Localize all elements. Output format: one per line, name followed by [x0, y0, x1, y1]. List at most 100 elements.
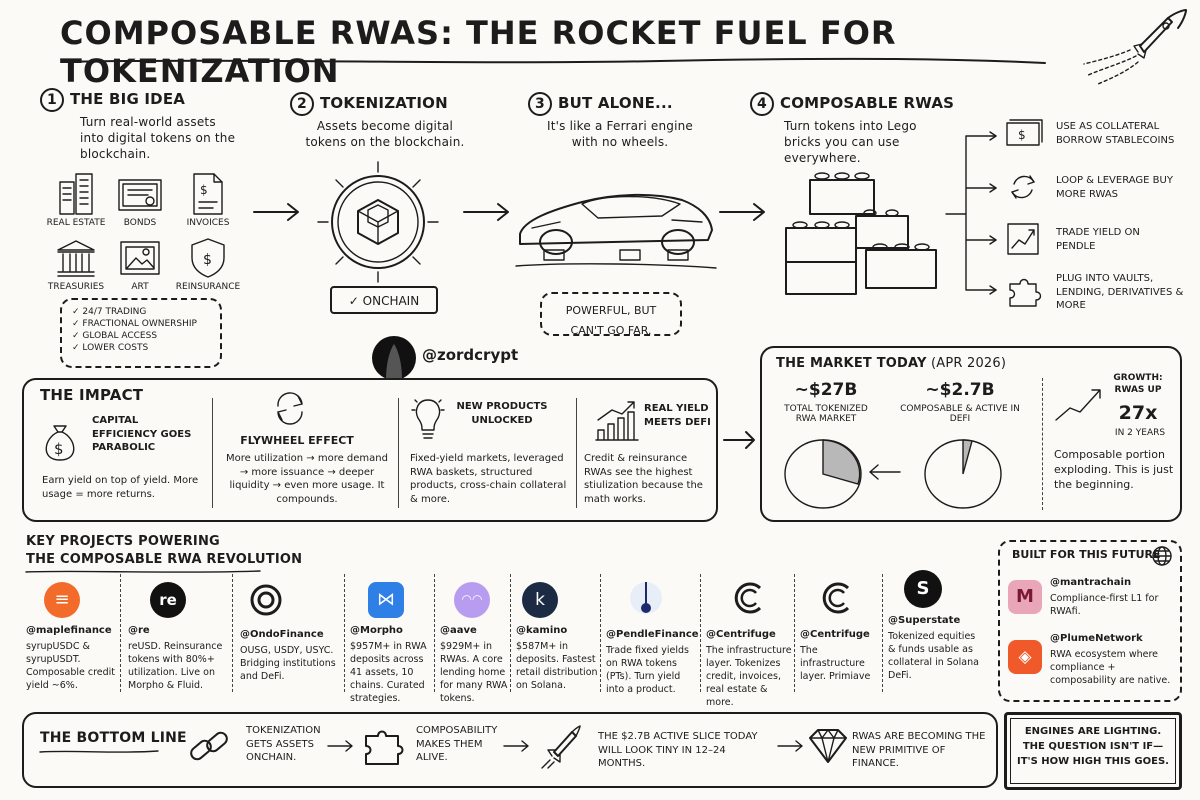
puzzle-icon: [1009, 278, 1042, 307]
label-bonds: Bonds: [123, 218, 157, 228]
closing-box: [1004, 712, 1182, 790]
divider: [398, 398, 399, 508]
project-aave: ◠◠ @aave$929M+ in RWAs. A core lending h…: [440, 578, 510, 705]
divider: [794, 574, 795, 692]
rocket-icon: [1083, 9, 1187, 85]
impact-col-4-body: Credit & reinsurance RWAs see the highes…: [584, 453, 703, 505]
use-item-collateral: Use as collateral Borrow stablecoins: [1056, 121, 1175, 146]
maplefinance-logo-icon: ≡: [44, 582, 80, 618]
impact-col-1-head: Capital Efficiency goes parabolic: [92, 415, 192, 453]
benefit-item: ✓ Global Access: [72, 331, 158, 341]
plume-logo-icon: ◈: [1008, 640, 1042, 674]
label-reinsurance: Reinsurance: [175, 282, 241, 292]
impact-col-3-body: Fixed-yield markets, leveraged RWA baske…: [410, 453, 567, 505]
bottom-line-title: The Bottom Line: [40, 730, 187, 746]
closing-text: Engines are lighting. The question isn't…: [1017, 726, 1169, 767]
puzzle-icon: [365, 730, 404, 765]
avatar: [372, 336, 416, 380]
chart-icon: [1007, 223, 1039, 255]
step-2-title: Tokenization: [320, 94, 448, 112]
use-item-trade-yield: Trade Yield on Pendle: [1056, 227, 1140, 252]
car-note-box: Powerful, but can't go far.: [540, 292, 682, 337]
market-total-label: Total Tokenized RWA Market: [784, 404, 868, 424]
growth-value: 27x: [1118, 402, 1158, 424]
divider: [232, 574, 233, 692]
step-3-heading: 3 But Alone...: [528, 92, 673, 116]
growth-label: Growth: RWAs up: [1113, 373, 1163, 396]
ferrari-car-icon: [515, 193, 717, 269]
arrow-right-icon: [503, 740, 529, 752]
built-for-title: Built For This Future: [1012, 548, 1161, 561]
arrow-right-icon: [777, 740, 803, 752]
market-note: Composable portion exploding. This is ju…: [1054, 448, 1174, 491]
arrow-right-icon: [723, 431, 755, 449]
built-for-panel: [998, 540, 1182, 702]
step-3-number: 3: [528, 92, 552, 116]
globe-icon: [1152, 546, 1172, 566]
step-1-heading: 1The Big Idea: [40, 88, 185, 112]
market-title: The Market Today (Apr 2026): [776, 356, 1007, 371]
impact-col-4-head: Real Yield meets DeFi: [644, 403, 711, 428]
step-1-desc: Turn real-world assets into digital toke…: [80, 115, 236, 162]
step-4-title: Composable RWAs: [780, 94, 955, 112]
impact-col-3-head: New Products Unlocked: [456, 401, 548, 426]
onchain-badge: ✓ ONCHAIN: [330, 286, 438, 314]
impact-col-2-head: Flywheel Effect: [240, 434, 354, 447]
divider: [510, 574, 511, 692]
step-3-desc: It's like a Ferrari engine with no wheel…: [546, 119, 693, 150]
avatar-silhouette-icon: [386, 344, 402, 380]
chain-link-icon: [190, 731, 228, 761]
step-2-number: 2: [290, 92, 314, 116]
step-2-heading: 2 Tokenization: [290, 92, 448, 116]
divider: [1042, 378, 1043, 510]
money-bag-icon: $: [45, 425, 75, 461]
pendle-logo-icon: [630, 582, 662, 614]
svg-text:$: $: [203, 252, 212, 268]
label-invoices: Invoices: [186, 218, 230, 228]
step-1-title: The Big Idea: [70, 90, 186, 108]
ondo-logo-icon: [250, 584, 282, 616]
centrifuge-logo-icon: [822, 582, 850, 614]
divider: [600, 574, 601, 692]
benefit-item: ✓ Fractional Ownership: [72, 319, 197, 329]
divider: [700, 574, 701, 692]
bottom-step-3: The $2.7B active slice today will look t…: [598, 731, 758, 769]
arrow-right-icon: [463, 203, 509, 221]
pie-total-market: [784, 439, 862, 509]
divider: [120, 574, 121, 692]
step-3-title: But Alone...: [558, 94, 673, 112]
branch-connector: [945, 131, 997, 295]
kamino-logo-icon: k: [522, 582, 558, 618]
step-2-desc: Assets become digital tokens on the bloc…: [305, 119, 465, 150]
projects-title-line-2: The Composable RWA Revolution: [26, 552, 303, 567]
impact-panel: [22, 378, 718, 522]
lightbulb-icon: [411, 399, 445, 439]
morpho-logo-icon: ⋈: [368, 582, 404, 618]
invoice-icon: $: [193, 173, 223, 215]
diamond-icon: [809, 729, 847, 763]
market-composable-label: Composable & Active in DeFi: [900, 404, 1020, 424]
growth-period: in 2 years: [1114, 428, 1166, 438]
benefits-box: ✓ 24/7 Trading ✓ Fractional Ownership ✓ …: [60, 298, 222, 368]
re-logo-icon: re: [150, 582, 186, 618]
aave-logo-icon: ◠◠: [454, 582, 490, 618]
title-underline: [61, 57, 1046, 64]
market-total-value: ~$27B: [794, 380, 858, 400]
projects-title-line-1: Key Projects Powering: [26, 534, 220, 549]
real-estate-icon: [59, 173, 93, 215]
svg-text:$: $: [1018, 128, 1026, 142]
benefit-item: ✓ Lower Costs: [72, 343, 149, 353]
arrow-right-icon: [719, 203, 765, 221]
bottom-title-underline: [39, 750, 159, 753]
project-kamino: k @kamino$587M+ in deposits. Fastest ret…: [516, 578, 598, 692]
treasury-icon: [57, 240, 95, 277]
divider: [882, 574, 883, 692]
divider: [344, 574, 345, 692]
cycle-arrows-icon: [277, 392, 303, 425]
